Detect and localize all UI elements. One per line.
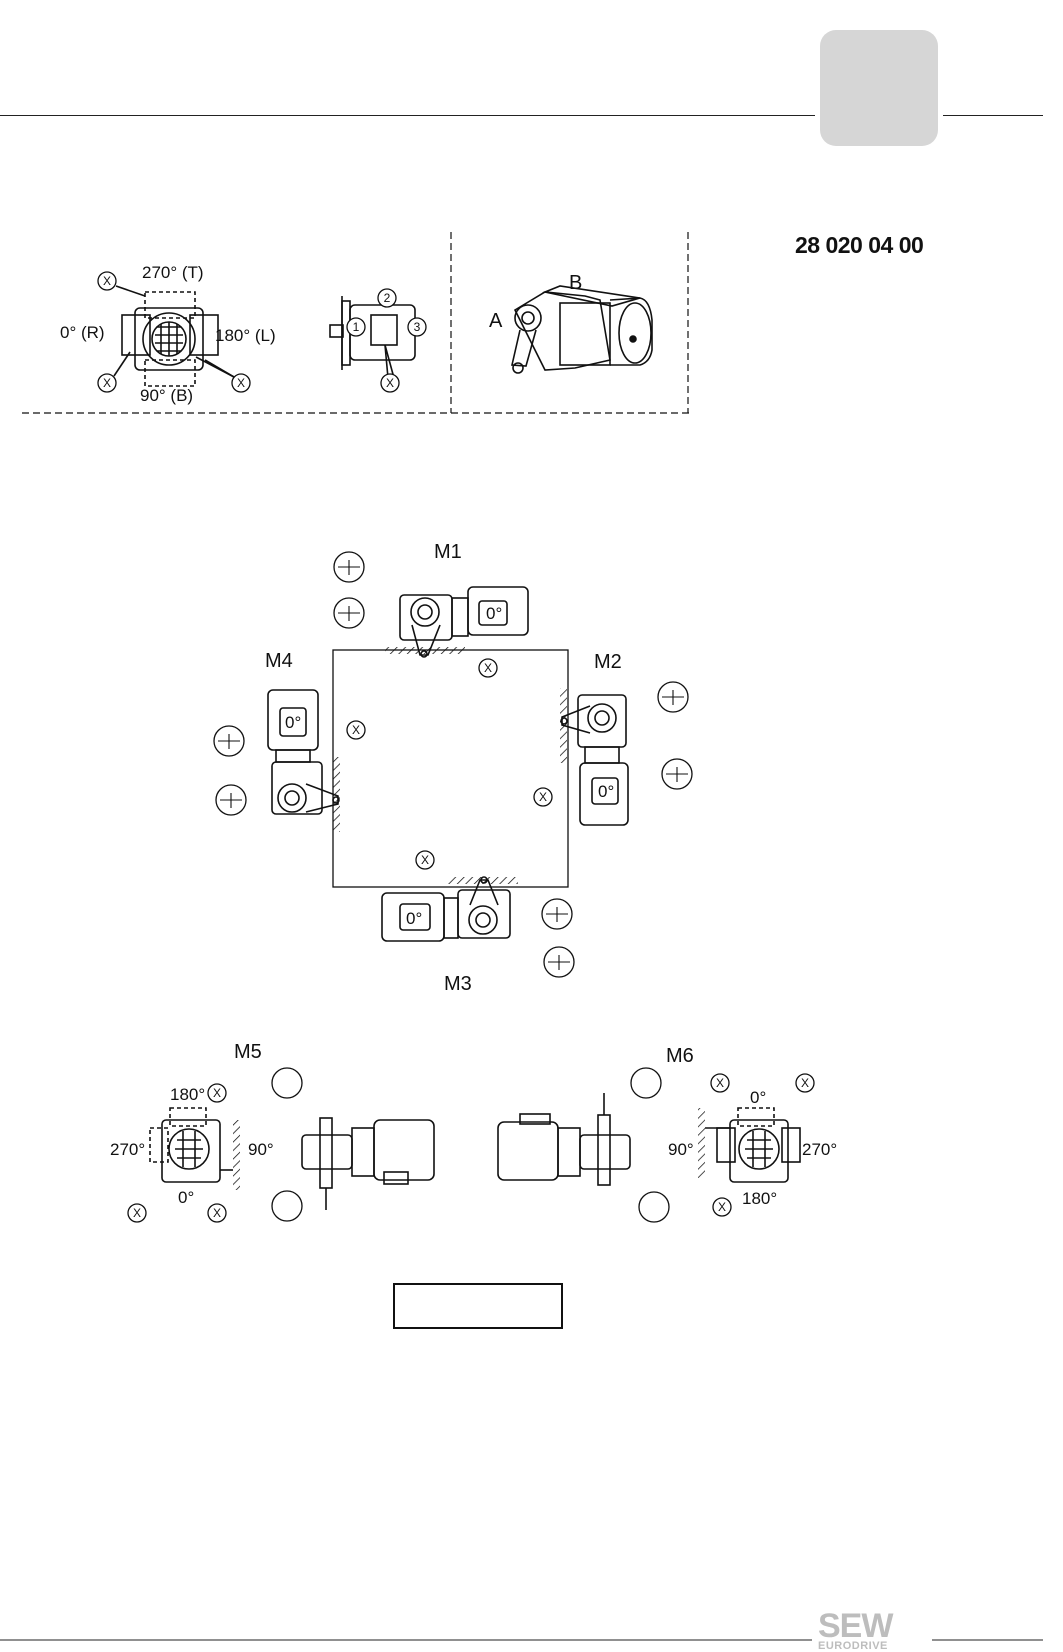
angle-180-l: 180° (L) <box>215 326 276 345</box>
m2-label: M2 <box>594 651 622 673</box>
oil-level-symbols <box>213 551 693 978</box>
m5-angle-0: 0° <box>178 1188 194 1207</box>
m-vent-markers: X X X X <box>346 658 553 870</box>
m6-label: M6 <box>666 1045 694 1067</box>
m5-angle-270: 270° <box>110 1140 145 1159</box>
m4-unit <box>267 689 340 832</box>
legend-position-markers: 2 1 3 X <box>346 288 427 393</box>
m3-label: M3 <box>444 973 472 995</box>
legend-front-view <box>113 285 235 387</box>
chapter-tab <box>820 30 938 146</box>
svg-text:X: X <box>133 1206 141 1220</box>
m1-label: M1 <box>434 541 462 563</box>
svg-text:X: X <box>213 1206 221 1220</box>
header-rule <box>0 115 815 116</box>
svg-text:X: X <box>352 723 360 737</box>
m6-angle-270: 270° <box>802 1140 837 1159</box>
m1-unit <box>385 586 529 658</box>
svg-text:X: X <box>103 376 111 390</box>
m2-unit <box>560 688 629 826</box>
legend-side-view <box>329 296 416 379</box>
caption-box <box>393 1283 563 1329</box>
mounting-frame <box>332 649 569 888</box>
svg-text:2: 2 <box>384 291 391 305</box>
m6-angle-90: 90° <box>668 1140 694 1159</box>
photo-label-b: B <box>569 272 582 294</box>
m6-front-view <box>698 1107 801 1183</box>
legend-frame <box>22 232 690 414</box>
document-number: 28 020 04 00 <box>795 232 924 258</box>
svg-text:X: X <box>716 1076 724 1090</box>
sew-eurodrive-logo: SEW EURODRIVE <box>818 1607 893 1652</box>
m6-angle-180: 180° <box>742 1189 777 1208</box>
m4-label: M4 <box>265 650 293 672</box>
svg-text:X: X <box>484 661 492 675</box>
svg-text:X: X <box>539 790 547 804</box>
m6-oil-symbols <box>630 1067 670 1223</box>
svg-text:X: X <box>213 1086 221 1100</box>
m6-side-view <box>497 1093 631 1186</box>
svg-text:X: X <box>421 853 429 867</box>
angle-90-b: 90° (B) <box>140 386 193 405</box>
svg-text:X: X <box>718 1200 726 1214</box>
m5-angle-180: 180° <box>170 1085 205 1104</box>
m5-oil-symbols <box>271 1067 303 1222</box>
m1-terminal-box: 0° <box>486 604 502 623</box>
m5-label: M5 <box>234 1041 262 1063</box>
legend-vent-markers: X X X <box>97 271 251 393</box>
m5-vent-markers: X X X <box>127 1083 227 1223</box>
oil-level-symbol-lines <box>218 560 688 970</box>
legend-product-sketch <box>511 285 653 374</box>
svg-text:X: X <box>237 376 245 390</box>
m2-terminal-box: 0° <box>598 782 614 801</box>
m3-terminal-box: 0° <box>406 909 422 928</box>
svg-text:X: X <box>386 376 394 390</box>
m5-front-view <box>149 1107 240 1190</box>
m6-vent-markers: X X X <box>710 1073 815 1217</box>
m4-terminal-box: 0° <box>285 713 301 732</box>
m3-unit <box>381 876 518 942</box>
svg-text:1: 1 <box>353 320 360 334</box>
svg-text:X: X <box>801 1076 809 1090</box>
m5-angle-90: 90° <box>248 1140 274 1159</box>
m6-angle-0: 0° <box>750 1088 766 1107</box>
svg-text:3: 3 <box>414 320 421 334</box>
header-rule-right <box>943 115 1043 116</box>
svg-text:X: X <box>103 274 111 288</box>
angle-0-r: 0° (R) <box>60 323 105 342</box>
photo-label-a: A <box>489 310 503 332</box>
angle-270-t: 270° (T) <box>142 263 204 282</box>
m5-side-view <box>301 1117 435 1210</box>
